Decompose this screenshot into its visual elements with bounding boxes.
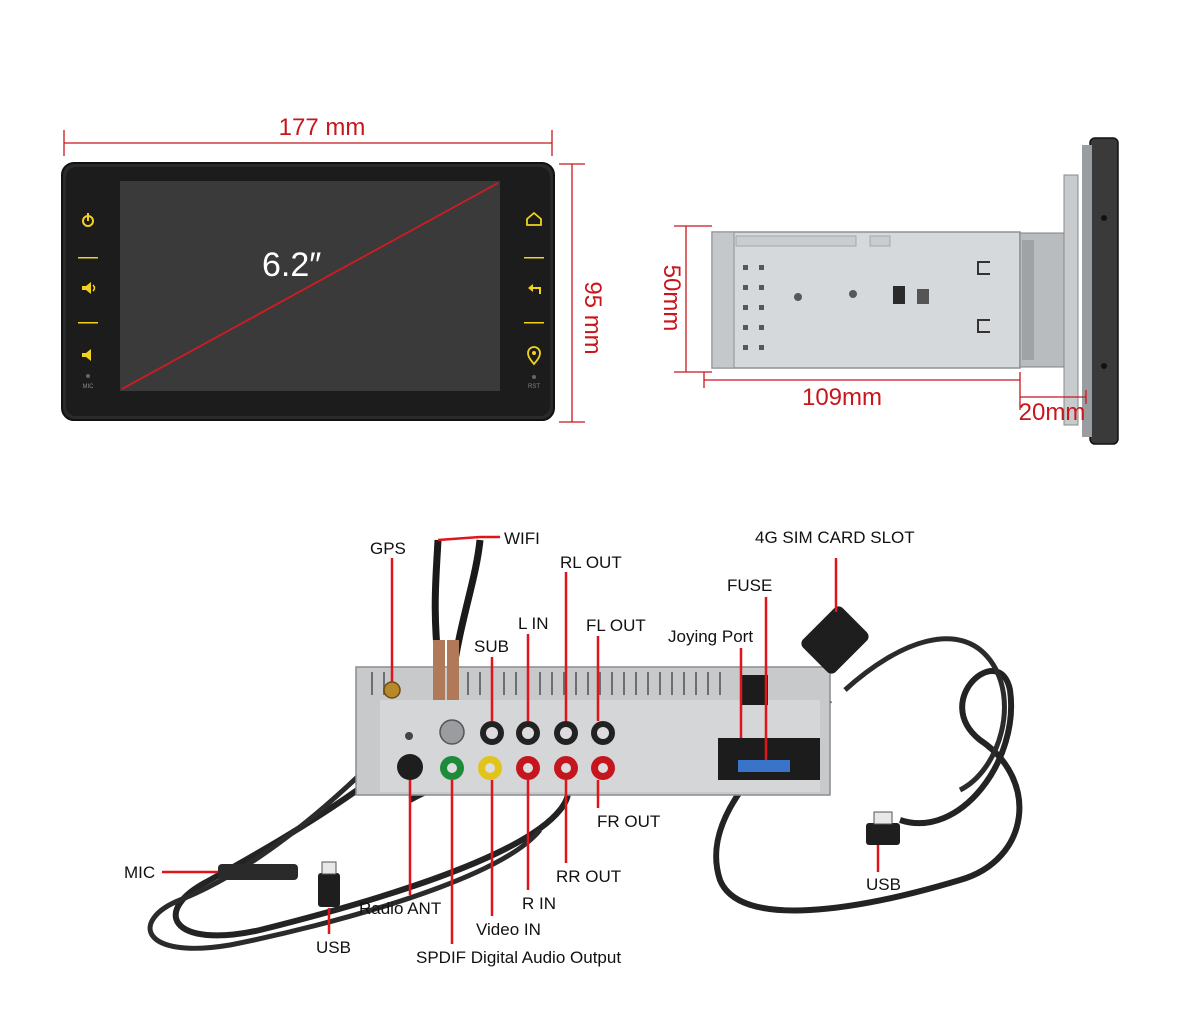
depth-label: 109mm [802,384,882,411]
usb-connector-right [866,823,900,845]
screen-diagonal [121,182,499,390]
mic-mark: MIC [83,384,95,390]
power-button[interactable] [82,213,94,227]
rca-top-row [480,721,615,745]
fr-out-label: FR OUT [597,812,660,831]
wifi-label: WIFI [504,529,540,548]
navigation-button[interactable] [527,346,541,366]
screen-size-label: 6.2″ [262,246,321,284]
sim-slot-label: 4G SIM CARD SLOT [755,528,915,547]
rear-view: GPS WIFI RL OUT L IN FL OUT SUB Joying P… [124,528,1023,967]
front-depth-label: 20mm [1019,399,1086,426]
video-in-label: Video IN [476,920,541,939]
radio-ant-label: Radio ANT [359,899,441,918]
back-button[interactable] [528,284,541,294]
height-label: 95 mm [579,281,606,354]
gps-label: GPS [370,539,406,558]
usb-left-label: USB [316,938,351,957]
mic-label: MIC [124,863,155,882]
gps-connector [383,681,401,699]
mic-plug [218,864,298,880]
chassis [711,231,1021,369]
front-panel-edge [1089,137,1119,445]
fuse-label: FUSE [727,576,772,595]
home-button[interactable] [526,211,542,226]
annotation-lines [162,535,880,944]
depth-height-label: 50mm [658,265,685,332]
l-in-label: L IN [518,614,549,633]
front-view: 177 mm 95 mm 6.2″ MIC [61,114,606,423]
volume-up-button[interactable] [82,282,96,294]
fl-out-label: FL OUT [586,616,646,635]
sim-card-adapter [801,606,869,674]
sub-label: SUB [474,637,509,656]
rl-out-label: RL OUT [560,553,622,572]
spdif-label: SPDIF Digital Audio Output [416,948,621,967]
usb-connector-left [318,873,340,907]
side-view: 50mm 109mm 20mm [658,137,1119,445]
reset-mark: RST [528,384,540,390]
width-label: 177 mm [279,114,366,141]
harness-connector [718,738,820,780]
radio-antenna-jack [397,754,423,780]
rr-out-label: RR OUT [556,867,621,886]
r-in-label: R IN [522,894,556,913]
joying-port-label: Joying Port [668,627,753,646]
usb-right-label: USB [866,875,901,894]
rca-bottom-row [440,756,615,780]
volume-down-button[interactable] [82,349,91,361]
